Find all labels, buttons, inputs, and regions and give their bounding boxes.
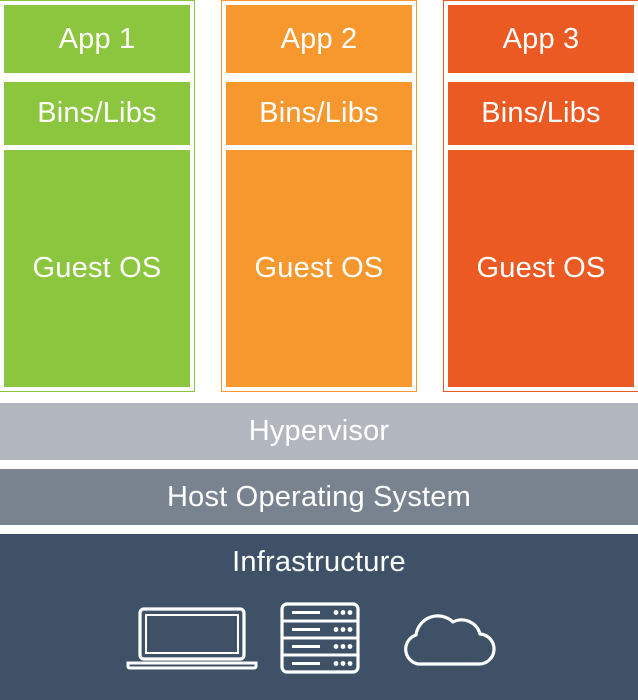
hypervisor-layer: Hypervisor [0, 403, 638, 460]
vm-2-app: App 2 [226, 5, 412, 73]
host-os-layer: Host Operating System [0, 469, 638, 525]
infrastructure-label: Infrastructure [232, 546, 406, 578]
vm-1-app: App 1 [4, 5, 190, 73]
vm-1-bins-libs: Bins/Libs [4, 82, 190, 145]
vm-3-guest-os: Guest OS [448, 150, 634, 387]
vm-1-bins-label: Bins/Libs [37, 97, 157, 129]
host-os-label: Host Operating System [167, 480, 471, 513]
vm-1-guest-os-label: Guest OS [32, 252, 162, 284]
vm-3-guest-os-label: Guest OS [476, 252, 606, 284]
vm-2-bins-label: Bins/Libs [259, 97, 379, 129]
vm-stack-1: App 1 Bins/Libs Guest OS [0, 0, 195, 392]
vm-2-guest-os-label: Guest OS [254, 252, 384, 284]
vm-3-bins-libs: Bins/Libs [448, 82, 634, 145]
vm-2-guest-os: Guest OS [226, 150, 412, 387]
vm-2-app-label: App 2 [280, 22, 358, 55]
vm-stack-2: App 2 Bins/Libs Guest OS [221, 0, 417, 392]
laptop-icon [126, 607, 258, 670]
vm-3-app: App 3 [448, 5, 634, 73]
server-icon [280, 602, 360, 674]
vm-1-app-label: App 1 [58, 22, 136, 55]
cloud-icon [404, 614, 496, 666]
vm-1-guest-os: Guest OS [4, 150, 190, 387]
vm-stack-3: App 3 Bins/Libs Guest OS [443, 0, 638, 392]
vm-3-app-label: App 3 [502, 22, 580, 55]
vm-2-bins-libs: Bins/Libs [226, 82, 412, 145]
hypervisor-label: Hypervisor [248, 415, 390, 447]
vm-3-bins-label: Bins/Libs [481, 97, 601, 129]
